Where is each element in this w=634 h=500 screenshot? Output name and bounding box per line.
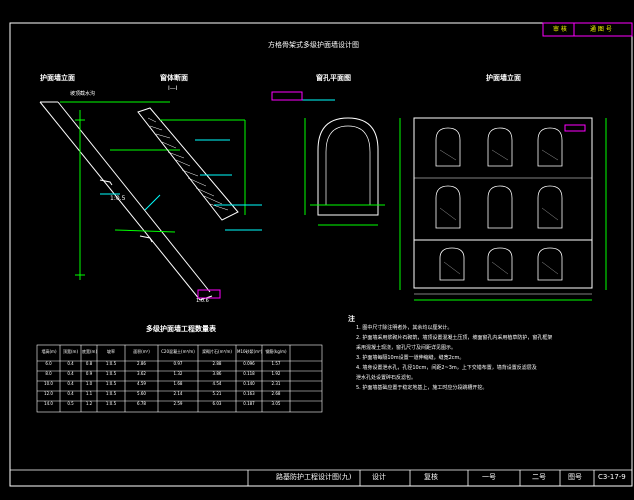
- section-cross: 窗体断面: [160, 74, 188, 82]
- notes-heading: 注: [348, 315, 355, 323]
- title-block-design: 设计: [372, 473, 386, 481]
- table-title: 多级护面墙工程数量表: [146, 325, 216, 333]
- section-elevation-side: 护面墙立面: [40, 74, 75, 82]
- title-block-drawing-no: C3-17-9: [598, 473, 626, 481]
- title-block-drawing-no-label: 图号: [568, 473, 582, 481]
- corner-title-box: [542, 22, 633, 37]
- corner-left-label: 审 核: [553, 26, 567, 33]
- table-cell: 3.05: [271, 401, 281, 406]
- table-cell: 0.187: [243, 401, 255, 406]
- table-cell: 1.57: [271, 361, 281, 366]
- table-cell: 4.54: [212, 381, 222, 386]
- table-cell: 12.0: [44, 391, 53, 396]
- table-cell: 2.14: [173, 391, 183, 396]
- table-cell: 6.0: [45, 361, 52, 366]
- section-elevation-front: 护面墙立面: [486, 74, 521, 82]
- table-cell: 3.62: [137, 371, 146, 376]
- note-line: 采用混凝土现浇，窗孔尺寸及间距详见图示。: [356, 345, 457, 351]
- table-cell: 2.88: [212, 361, 222, 366]
- note-line: 5. 护面墙基础应置于稳定地基上，施工时应分段跳槽开挖。: [356, 385, 488, 391]
- note-line: 3. 护面墙每隔10m设置一道伸缩缝，缝宽2cm。: [356, 355, 465, 361]
- note-line: 1. 图中尺寸除注明者外，其余均以厘米计。: [356, 325, 453, 331]
- table-cell: 1:0.5: [105, 391, 117, 396]
- table-cell: 2.31: [271, 381, 281, 386]
- table-header: M10砂浆(m³): [237, 349, 263, 354]
- title-block-name: 路基防护工程设计图(九): [276, 473, 352, 481]
- table-header: 坡率: [107, 349, 115, 354]
- table-cell: 2.86: [137, 361, 146, 366]
- front-elevation-view: [399, 117, 607, 301]
- table-cell: 0.97: [173, 361, 183, 366]
- table-header: 顶宽(m): [62, 349, 79, 354]
- drawing-frame: [9, 22, 633, 487]
- table-cell: 0.9: [85, 371, 93, 376]
- table-cell: 10.0: [44, 381, 53, 386]
- table-header: 浆砌片石(m³/m): [202, 349, 232, 354]
- table-cell: 1.32: [173, 371, 183, 376]
- table-cell: 3.86: [212, 371, 222, 376]
- table-cell: 0.4: [67, 391, 74, 396]
- note-line: 4. 墙身设置泄水孔，孔径10cm，间距2~3m，上下交错布置，墙背设置反滤层及: [356, 365, 537, 371]
- section-cross-sub: I—I: [168, 85, 178, 92]
- note-line: 泄水孔处设置碎石反滤包。: [356, 375, 417, 381]
- table-cell: 1:0.5: [105, 381, 117, 386]
- table-cell: 1.1: [85, 391, 93, 396]
- middle-label: 1:0.6: [196, 298, 209, 304]
- table-cell: 0.096: [243, 361, 255, 366]
- table-cell: 1.0: [85, 381, 93, 386]
- table-cell: 0.4: [67, 381, 74, 386]
- section-window-plan: 窗孔平面图: [316, 74, 351, 82]
- table-cell: 5.21: [212, 391, 222, 396]
- title-block-sheet-a: 一号: [482, 473, 496, 481]
- table-cell: 0.5: [67, 401, 74, 406]
- table-header: C20混凝土(m³/m): [161, 349, 195, 354]
- table-cell: 1.2: [85, 401, 93, 406]
- table-header: 面积(m²): [133, 349, 150, 354]
- table-cell: 0.118: [243, 371, 255, 376]
- slope-ratio-label: 1:0.5: [110, 195, 126, 202]
- window-plan-view: [271, 91, 385, 226]
- cross-section-view: [137, 107, 262, 231]
- elevation-side-view: [39, 101, 221, 301]
- table-cell: 1.92: [271, 371, 281, 376]
- table-cell: 1:0.5: [105, 371, 117, 376]
- table-cell: 8.0: [45, 371, 52, 376]
- table-cell: 2.68: [271, 391, 281, 396]
- table-header: 钢筋(kg/m): [265, 349, 287, 354]
- drawing-title: 方格骨架式多级护面墙设计图: [268, 41, 359, 49]
- table-cell: 4.59: [137, 381, 146, 386]
- title-block-review: 复核: [424, 473, 438, 481]
- table-cell: 1:0.5: [105, 361, 117, 366]
- table-cell: 0.140: [243, 381, 255, 386]
- table-cell: 0.163: [243, 391, 255, 396]
- table-cell: 2.59: [173, 401, 183, 406]
- table-cell: 0.4: [67, 361, 74, 366]
- table-cell: 6.03: [212, 401, 222, 406]
- table-cell: 1.68: [173, 381, 183, 386]
- table-cell: 5.60: [137, 391, 146, 396]
- note-line: 2. 护面墙采用浆砌片石砌筑，墙顶设置混凝土压顶，坡面窗孔内采用植草防护，窗孔框…: [356, 335, 553, 341]
- table-cell: 0.8: [85, 361, 93, 366]
- title-block-sheet-b: 二号: [532, 473, 546, 481]
- table-cell: 1:0.5: [105, 401, 117, 406]
- quantity-table-grid: [36, 344, 323, 413]
- table-cell: 0.4: [67, 371, 74, 376]
- corner-right-label: 通 图 号: [590, 26, 612, 33]
- table-header: 底宽(m): [82, 349, 98, 354]
- title-block-lines: [10, 469, 632, 486]
- table-cell: 6.78: [137, 401, 146, 406]
- table-header: 墙高(m): [41, 349, 57, 354]
- top-note-label: 坡顶截水沟: [70, 91, 96, 97]
- table-cell: 14.0: [44, 401, 53, 406]
